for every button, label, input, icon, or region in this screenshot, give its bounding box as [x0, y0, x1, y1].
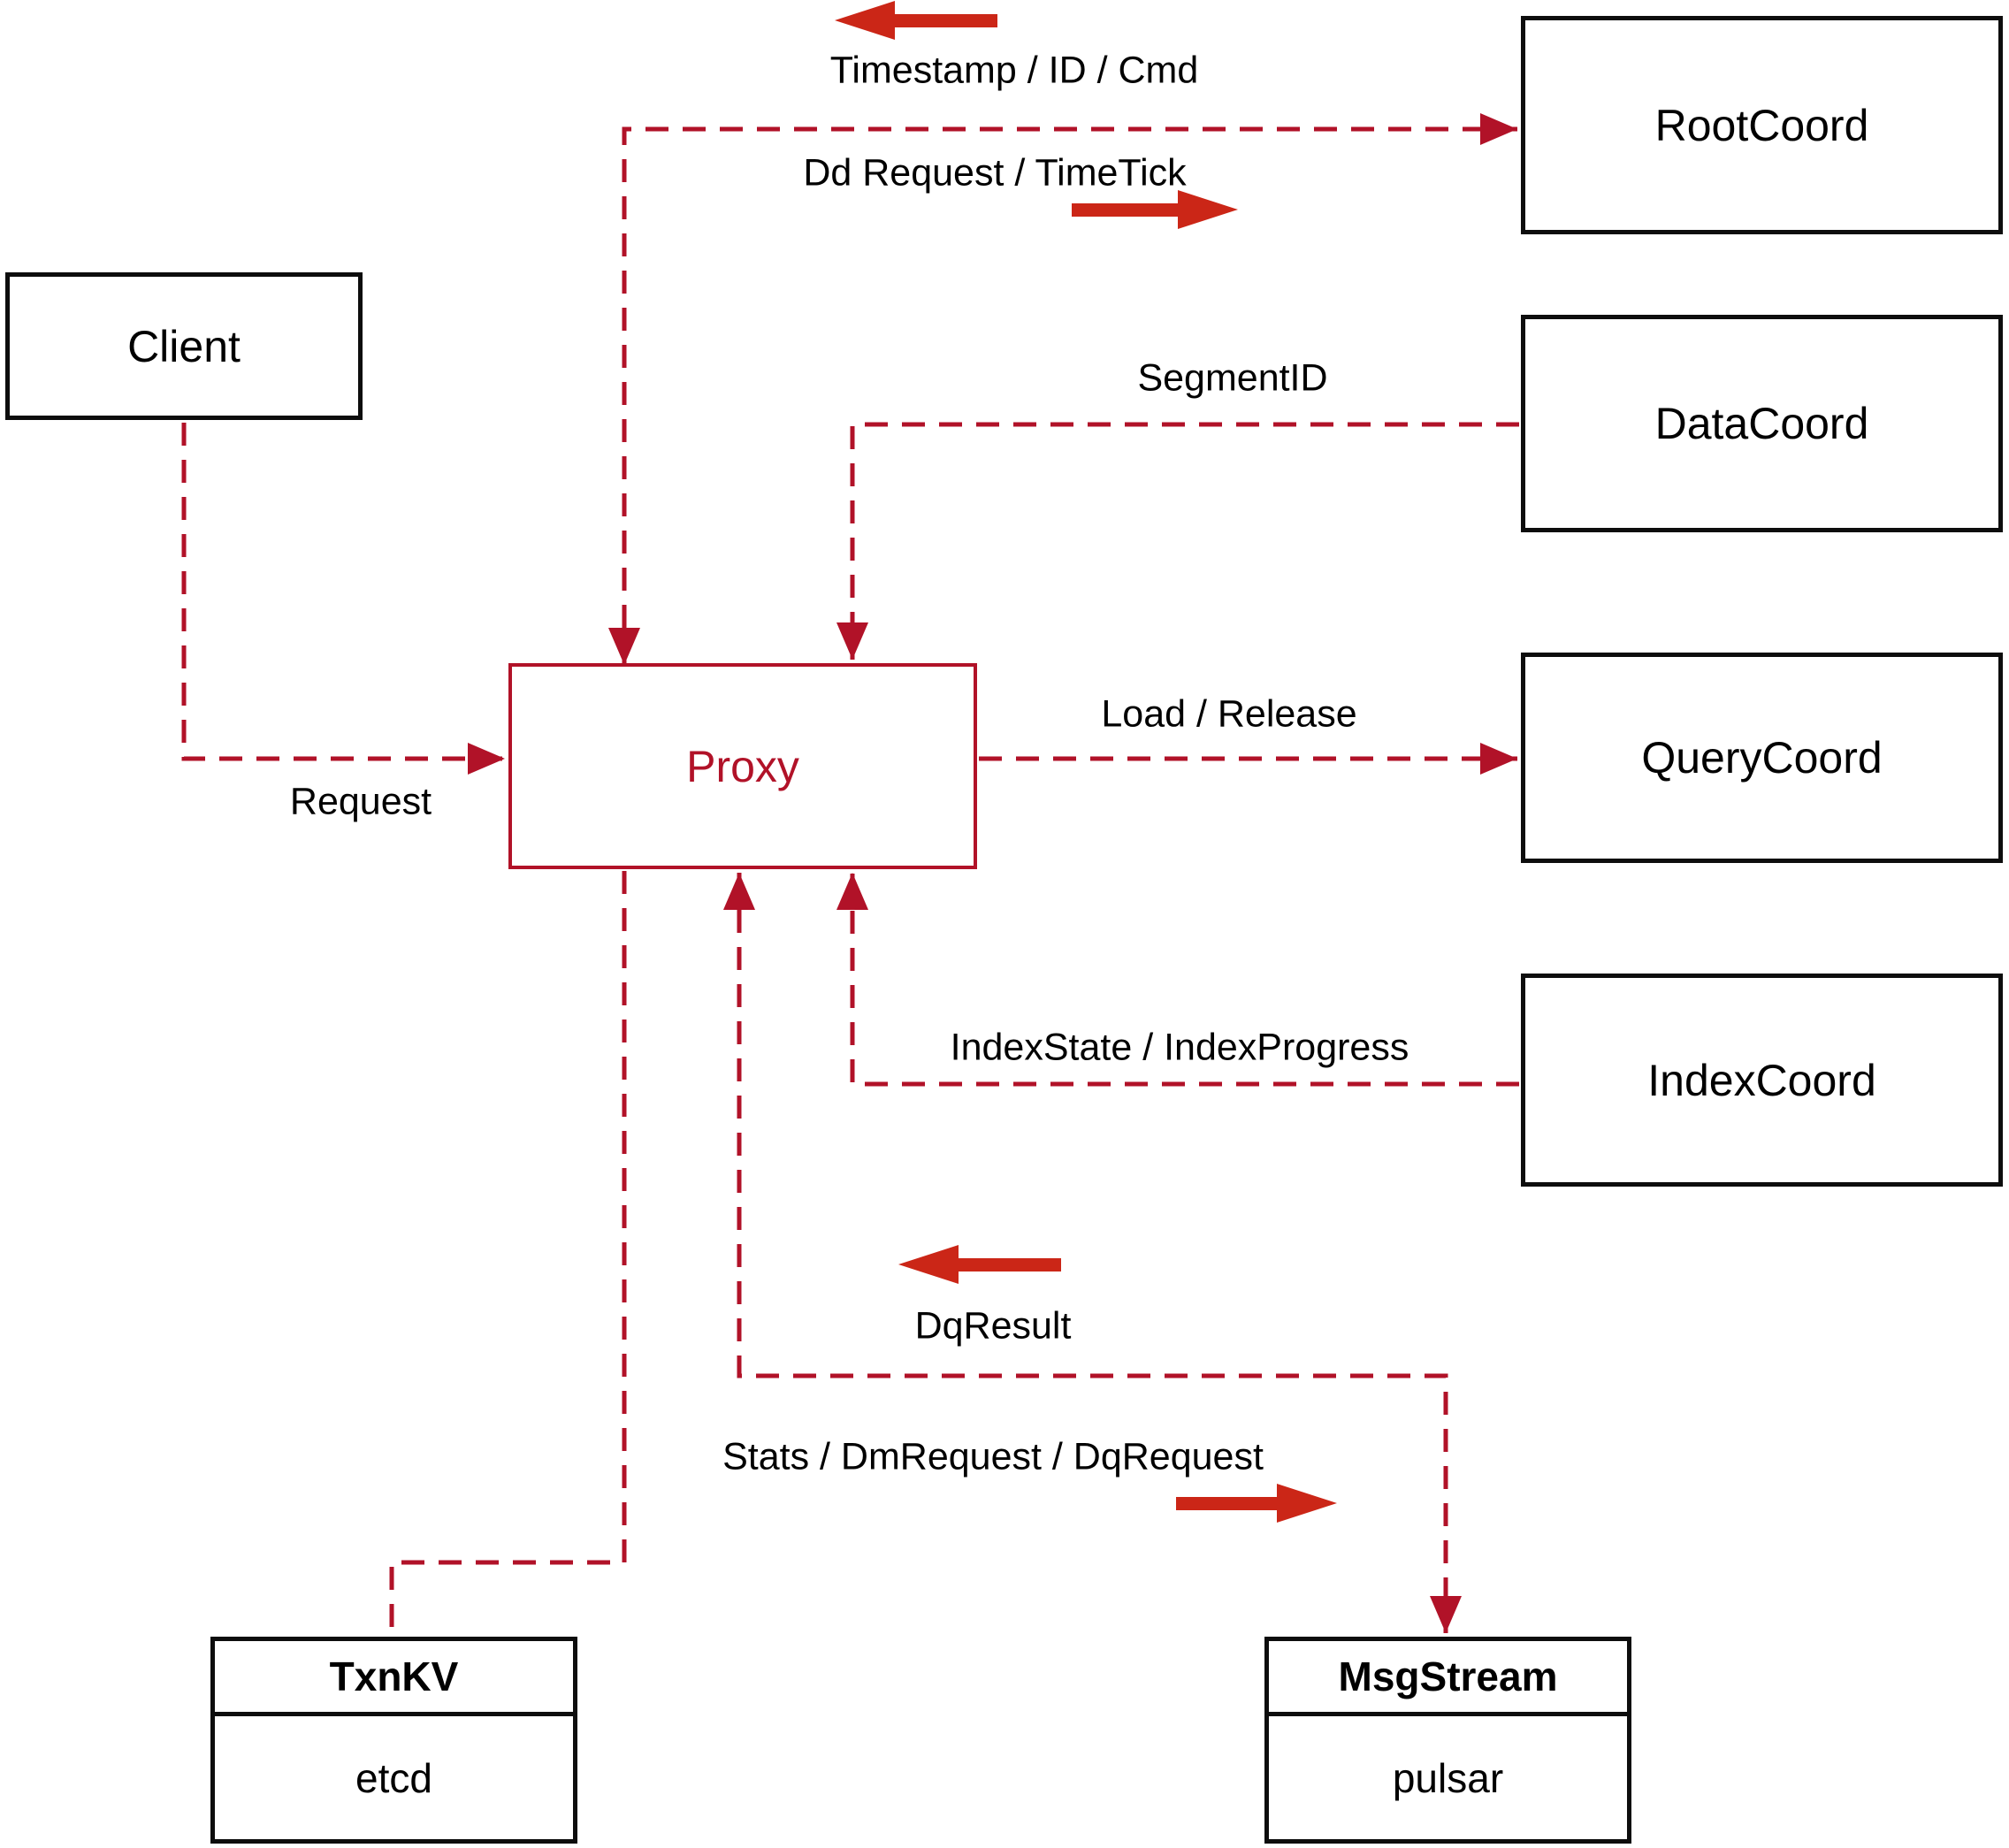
edge-datacoord-proxy: [836, 422, 1519, 660]
label-stats-dmrequest-dqrequest: Stats / DmRequest / DqRequest: [722, 1435, 1264, 1478]
msgstream-title: MsgStream: [1269, 1641, 1627, 1716]
label-dd-request-timetick: Dd Request / TimeTick: [803, 151, 1187, 195]
edge-proxy-msgstream: [723, 873, 1462, 1633]
node-datacoord: DataCoord: [1521, 315, 2003, 532]
txnkv-title: TxnKV: [215, 1641, 573, 1716]
edge-proxy-txnkv: [389, 871, 627, 1635]
edge-client-proxy: [181, 423, 505, 775]
msgstream-impl: pulsar: [1392, 1754, 1504, 1801]
node-client: Client: [5, 272, 363, 420]
return-direction-arrow-icon: [835, 1, 997, 40]
forward-direction-arrow-icon: [1072, 190, 1238, 229]
node-querycoord: QueryCoord: [1521, 653, 2003, 863]
edge-proxy-rootcoord: [608, 113, 1517, 665]
node-txnkv: TxnKV etcd: [210, 1637, 577, 1844]
label-indexstate-indexprogress: IndexState / IndexProgress: [950, 1026, 1409, 1069]
label-dqresult: DqResult: [914, 1304, 1072, 1348]
node-proxy: Proxy: [508, 663, 977, 869]
label-segmentid: SegmentID: [1137, 356, 1328, 400]
node-rootcoord: RootCoord: [1521, 16, 2003, 234]
node-indexcoord: IndexCoord: [1521, 974, 2003, 1187]
txnkv-impl: etcd: [355, 1754, 432, 1801]
label-load-release: Load / Release: [1101, 692, 1357, 736]
node-msgstream: MsgStream pulsar: [1264, 1637, 1631, 1844]
stats-direction-arrow-icon: [1176, 1484, 1337, 1523]
dqresult-direction-arrow-icon: [898, 1245, 1061, 1284]
label-request: Request: [289, 780, 432, 823]
label-timestamp-id-cmd: Timestamp / ID / Cmd: [829, 49, 1199, 92]
